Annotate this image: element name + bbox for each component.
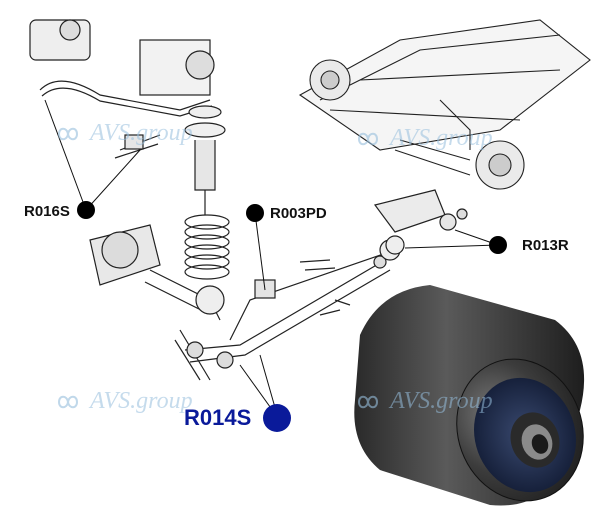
infinity-logo-icon bbox=[57, 396, 79, 409]
marker-r016s bbox=[77, 201, 95, 219]
watermark-bottom-left: AVS.group bbox=[50, 388, 193, 415]
watermark-bottom-right: AVS.group bbox=[350, 388, 493, 415]
infinity-logo-icon bbox=[357, 396, 379, 409]
axle-and-arms bbox=[89, 189, 468, 381]
coil-spring-assembly bbox=[184, 105, 230, 280]
bushing-photo bbox=[354, 285, 585, 506]
label-r003pd: R003PD bbox=[270, 205, 327, 222]
infinity-logo-icon bbox=[57, 128, 79, 141]
marker-r003pd bbox=[246, 204, 264, 222]
frame-assembly bbox=[298, 19, 591, 190]
marker-r014s bbox=[263, 404, 291, 432]
label-r014s: R014S bbox=[184, 405, 252, 430]
watermark-top-left: AVS.group bbox=[50, 120, 193, 147]
marker-r013r bbox=[489, 236, 507, 254]
infinity-logo-icon bbox=[357, 133, 379, 146]
label-r013r: R013R bbox=[522, 237, 569, 254]
sway-bar-assembly bbox=[29, 19, 215, 159]
watermark-top-right: AVS.group bbox=[350, 125, 493, 152]
label-r016s: R016S bbox=[24, 203, 70, 220]
